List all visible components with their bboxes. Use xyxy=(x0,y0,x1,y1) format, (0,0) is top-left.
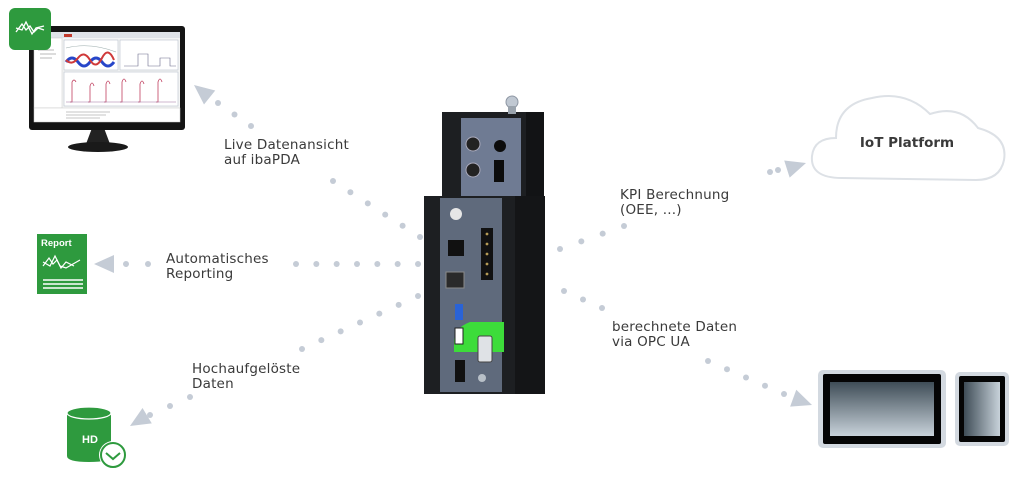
edge-label-line: Hochaufgelöste xyxy=(192,361,301,377)
connector-dot xyxy=(299,346,305,352)
connector-dot xyxy=(399,222,406,229)
connector-dot xyxy=(364,200,371,207)
connector-dot xyxy=(781,391,787,397)
connector-dot xyxy=(215,100,221,106)
connector-dot xyxy=(293,261,299,267)
edge-label-line: Live Datenansicht xyxy=(224,137,349,153)
arrowhead-icon xyxy=(790,389,812,407)
connector-dot xyxy=(762,382,768,389)
connector-to-hd xyxy=(130,293,421,426)
edge-label-line: Daten xyxy=(192,376,234,392)
connector-to-cloud xyxy=(557,160,806,252)
connector-dot xyxy=(147,412,153,418)
connector-to-monitor xyxy=(194,85,423,240)
connector-dot xyxy=(187,394,193,400)
connector-dot xyxy=(337,328,344,335)
arrowhead-icon xyxy=(130,407,152,426)
connector-dot xyxy=(395,301,402,308)
connector-dot xyxy=(313,261,320,267)
report-badge-text: Report xyxy=(41,238,72,249)
arrowhead-icon xyxy=(784,160,806,178)
edge-label-reporting: Automatisches Reporting xyxy=(166,252,269,282)
connector-dot xyxy=(417,234,423,240)
edge-label-line: via OPC UA xyxy=(612,334,690,350)
connector-dot xyxy=(167,403,173,409)
edge-label-line: Automatisches xyxy=(166,251,269,267)
connector-dot xyxy=(743,374,749,381)
edge-label-line: KPI Berechnung xyxy=(620,187,730,203)
connector-dot xyxy=(415,261,421,267)
edge-label-live-data: Live Datenansicht auf ibaPDA xyxy=(224,138,349,168)
connector-dot xyxy=(578,238,585,245)
hd-badge-text: HD xyxy=(82,434,98,446)
edge-label-line: berechnete Daten xyxy=(612,319,738,335)
connector-dot xyxy=(374,261,381,267)
clock-icon xyxy=(100,442,126,468)
connector-dot xyxy=(330,178,336,184)
connector-dot xyxy=(376,310,383,317)
connector-dot xyxy=(767,169,773,175)
connector-dot xyxy=(394,261,401,267)
connector-dot xyxy=(580,296,586,303)
connector-to-panels xyxy=(561,288,812,407)
connector-dot xyxy=(357,319,363,326)
connector-dot xyxy=(621,223,627,229)
edge-label-line: Reporting xyxy=(166,266,234,282)
connector-dot xyxy=(123,261,129,267)
connector-to-report xyxy=(94,255,421,273)
connector-dot xyxy=(382,211,389,218)
connector-dot xyxy=(599,230,606,237)
edge-label-kpi: KPI Berechnung (OEE, ...) xyxy=(620,188,729,218)
connector-dot xyxy=(775,167,781,173)
connector-dot xyxy=(724,366,730,373)
edge-label-hd-data: Hochaufgelöste Daten xyxy=(192,362,300,392)
arrowhead-icon xyxy=(94,255,114,273)
connector-dot xyxy=(599,305,605,311)
connector-dot xyxy=(347,189,354,196)
edge-label-line: auf ibaPDA xyxy=(224,152,300,168)
iot-platform-label: IoT Platform xyxy=(859,135,955,151)
connector-dot xyxy=(354,261,360,267)
connector-dot xyxy=(231,111,238,118)
edge-label-opcua: berechnete Daten via OPC UA xyxy=(612,320,737,350)
connector-dot xyxy=(333,261,340,267)
connector-dot xyxy=(415,293,421,299)
connector-dot xyxy=(318,337,325,344)
connector-dot xyxy=(248,123,254,129)
connector-dot xyxy=(561,288,567,294)
arrowhead-icon xyxy=(194,85,216,105)
connector-dot xyxy=(145,261,151,267)
connector-dot xyxy=(705,358,711,364)
edge-label-line: (OEE, ...) xyxy=(620,202,682,218)
connector-dot xyxy=(557,246,563,252)
